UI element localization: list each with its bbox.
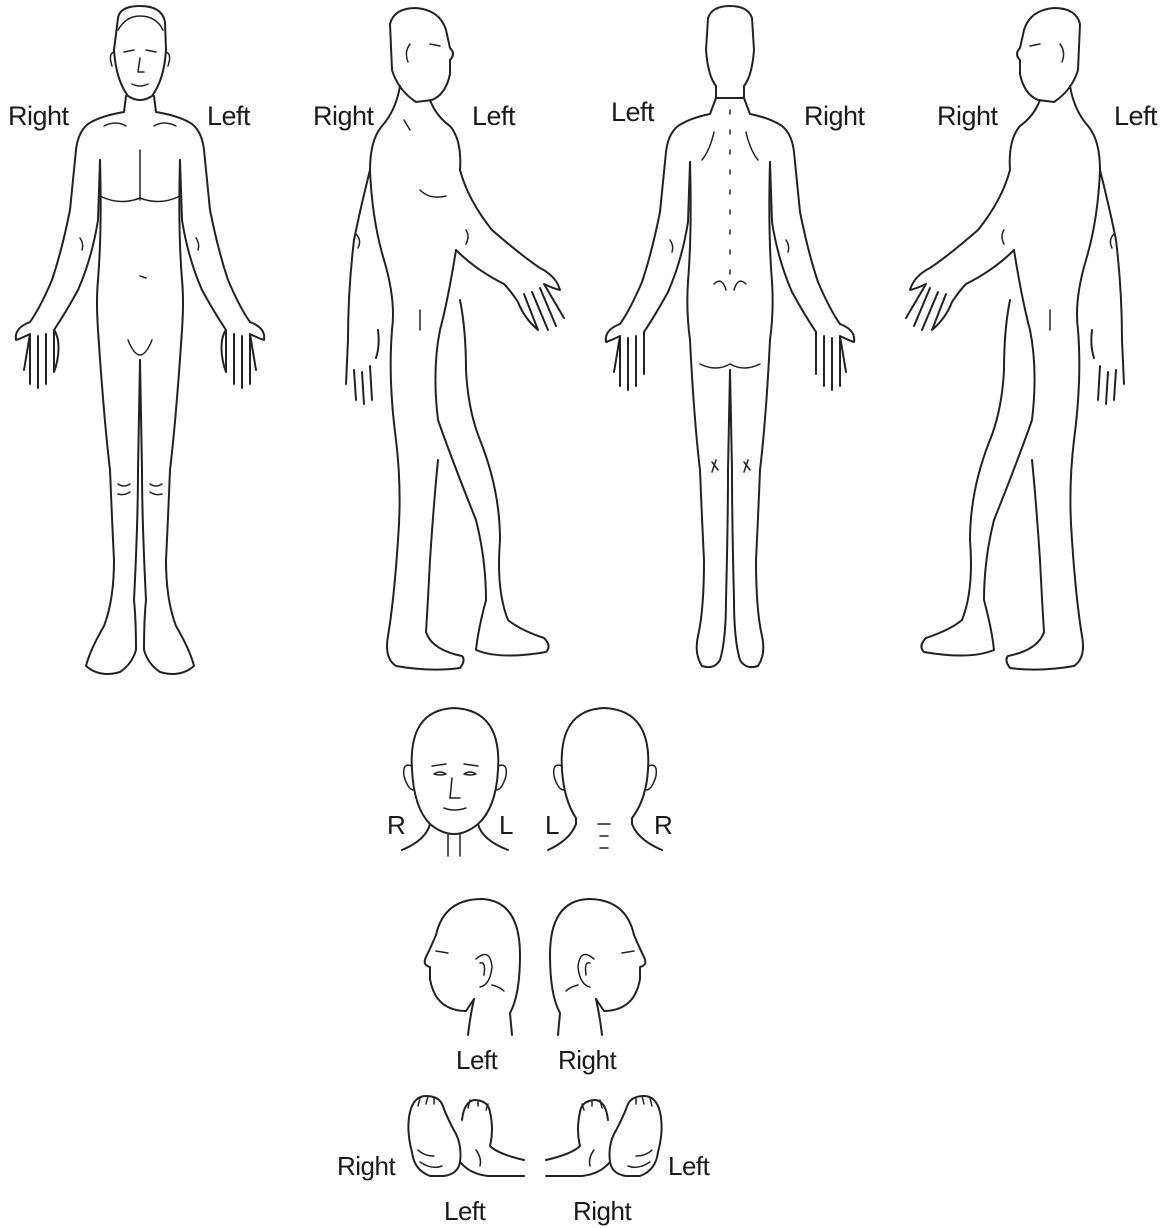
- head-left-profile-figure: [400, 895, 530, 1045]
- right-side-left-label: Left: [472, 101, 515, 131]
- back-left-label: Left: [611, 97, 654, 127]
- feet-right-pair-outer-label: Left: [668, 1151, 709, 1181]
- head-front-r-label: R: [387, 810, 405, 840]
- feet-left-pair-under-label: Left: [444, 1196, 485, 1226]
- head-right-profile-figure: [540, 895, 670, 1045]
- feet-left-pair-outer-label: Right: [337, 1151, 395, 1181]
- left-side-left-label: Left: [1114, 101, 1157, 131]
- left-side-right-label: Right: [937, 101, 998, 131]
- feet-left-pair-figure: [400, 1090, 530, 1190]
- back-right-label: Right: [804, 101, 865, 131]
- head-right-profile-label: Right: [558, 1045, 616, 1075]
- right-side-right-label: Right: [313, 101, 374, 131]
- head-back-r-label: R: [654, 810, 672, 840]
- head-back-l-label: L: [545, 810, 559, 840]
- front-left-label: Left: [207, 101, 250, 131]
- head-front-l-label: L: [499, 810, 513, 840]
- feet-right-pair-figure: [540, 1090, 670, 1190]
- feet-right-pair-under-label: Right: [573, 1196, 631, 1226]
- head-left-profile-label: Left: [456, 1045, 497, 1075]
- front-right-label: Right: [8, 101, 69, 131]
